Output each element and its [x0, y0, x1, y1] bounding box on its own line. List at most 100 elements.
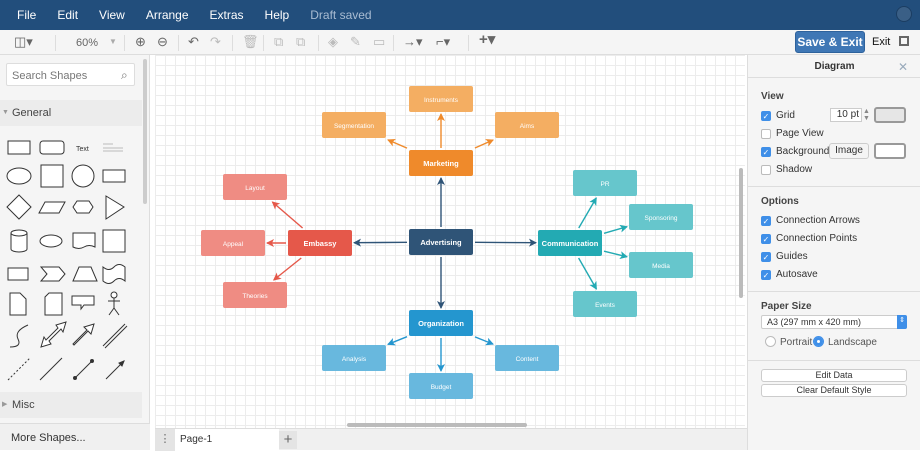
grid-checkbox[interactable]: ✓Grid — [761, 110, 795, 121]
landscape-radio[interactable]: Landscape — [813, 336, 877, 348]
node-sponsoring[interactable]: Sponsoring — [629, 204, 693, 230]
fill-color-icon[interactable]: ◈ — [328, 34, 338, 50]
node-organization[interactable]: Organization — [409, 310, 473, 336]
menu-edit[interactable]: Edit — [57, 8, 78, 22]
cube-shape[interactable] — [8, 268, 28, 280]
diamond-shape[interactable] — [7, 195, 31, 219]
section-misc[interactable]: ▶Misc — [0, 392, 142, 418]
circle-shape[interactable] — [72, 165, 94, 187]
cloud-shape[interactable] — [40, 235, 62, 247]
portrait-radio[interactable]: Portrait — [765, 336, 812, 348]
node-budget[interactable]: Budget — [409, 373, 473, 399]
connection-points-checkbox[interactable]: ✓Connection Points — [761, 233, 857, 244]
canvas-horizontal-scrollbar[interactable] — [347, 423, 527, 427]
link-shape[interactable] — [103, 324, 127, 348]
menu-file[interactable]: File — [17, 8, 36, 22]
node-aims[interactable]: Aims — [495, 112, 559, 138]
insert-plus-icon[interactable]: +▾ — [479, 32, 495, 48]
search-icon[interactable]: ⌕ — [121, 68, 144, 83]
internal-storage-shape[interactable] — [103, 230, 125, 252]
dashed-line-shape[interactable] — [8, 358, 30, 380]
paper-size-select[interactable]: A3 (297 mm x 420 mm)⇕ — [761, 315, 907, 329]
zoom-in-icon[interactable]: ⊕ — [135, 34, 146, 50]
guides-checkbox[interactable]: ✓Guides — [761, 251, 808, 262]
search-shapes-input[interactable]: Search Shapes — [6, 63, 135, 86]
document-shape[interactable] — [73, 233, 95, 249]
canvas-vertical-scrollbar[interactable] — [739, 168, 743, 298]
connection-arrows-checkbox[interactable]: ✓Connection Arrows — [761, 215, 860, 226]
grid-color-button[interactable] — [874, 107, 906, 123]
page-view-checkbox[interactable]: Page View — [761, 128, 824, 139]
delete-icon[interactable]: 🗑 — [242, 34, 259, 50]
node-pr[interactable]: PR — [573, 170, 637, 196]
clear-default-style-button[interactable]: Clear Default Style — [761, 384, 907, 397]
zoom-out-icon[interactable]: ⊖ — [157, 34, 168, 50]
arrow-shape[interactable] — [73, 324, 94, 345]
shape-palette[interactable]: Text — [3, 133, 139, 393]
rectangle-shape[interactable] — [8, 141, 30, 154]
directional-connector-shape[interactable] — [106, 361, 124, 379]
textbox-shape[interactable] — [103, 144, 123, 151]
node-theories[interactable]: Theories — [223, 282, 287, 308]
edge-communication-events[interactable] — [579, 258, 597, 289]
to-front-icon[interactable]: ⧉ — [274, 34, 283, 50]
bidirectional-arrow-shape[interactable] — [41, 322, 66, 347]
line-shape[interactable] — [40, 358, 62, 380]
menu-extras[interactable]: Extras — [210, 8, 244, 22]
edit-data-button[interactable]: Edit Data — [761, 369, 907, 382]
node-segmentation[interactable]: Segmentation — [322, 112, 386, 138]
menu-arrange[interactable]: Arrange — [146, 8, 189, 22]
background-image-button[interactable]: Image — [829, 143, 869, 159]
process-shape[interactable] — [103, 170, 125, 182]
edge-communication-sponsoring[interactable] — [604, 227, 627, 234]
node-instruments[interactable]: Instruments — [409, 86, 473, 112]
undo-icon[interactable]: ↶ — [188, 34, 199, 50]
node-media[interactable]: Media — [629, 252, 693, 278]
callout-shape[interactable] — [72, 296, 94, 309]
triangle-shape[interactable] — [106, 196, 124, 219]
menu-view[interactable]: View — [99, 8, 125, 22]
connection-style-icon[interactable]: →▾ — [403, 34, 423, 50]
more-shapes-button[interactable]: More Shapes... — [0, 423, 150, 450]
curve-shape[interactable] — [10, 325, 28, 347]
card-shape[interactable] — [45, 293, 62, 315]
close-icon[interactable]: ✕ — [898, 60, 908, 74]
node-events[interactable]: Events — [573, 291, 637, 317]
step-shape[interactable] — [41, 267, 65, 281]
zoom-select[interactable]: 60% — [76, 35, 98, 51]
text-shape[interactable]: Text — [76, 146, 89, 153]
add-page-button[interactable]: + — [279, 431, 297, 449]
node-embassy[interactable]: Embassy — [288, 230, 352, 256]
node-layout[interactable]: Layout — [223, 174, 287, 200]
grid-size-input[interactable]: 10 pt — [830, 108, 862, 122]
line-color-icon[interactable]: ✎ — [350, 34, 361, 50]
note-shape[interactable] — [10, 293, 26, 315]
square-shape[interactable] — [41, 165, 63, 187]
node-appeal[interactable]: Appeal — [201, 230, 265, 256]
exit-button[interactable]: Exit — [872, 36, 890, 48]
edge-marketing-segmentation[interactable] — [388, 140, 407, 148]
autosave-checkbox[interactable]: ✓Autosave — [761, 269, 818, 280]
page-menu-icon[interactable]: ⋮ — [155, 429, 175, 451]
background-color-button[interactable] — [874, 143, 906, 159]
edge-communication-pr[interactable] — [579, 198, 597, 228]
section-general[interactable]: ▼General — [0, 100, 142, 126]
rounded-rectangle-shape[interactable] — [40, 141, 64, 154]
tape-shape[interactable] — [103, 265, 125, 284]
menu-help[interactable]: Help — [265, 8, 290, 22]
node-marketing[interactable]: Marketing — [409, 150, 473, 176]
shadow-checkbox[interactable]: Shadow — [761, 164, 812, 175]
fullscreen-icon[interactable] — [899, 36, 909, 46]
hexagon-shape[interactable] — [73, 201, 93, 213]
trapezoid-shape[interactable] — [73, 267, 97, 281]
to-back-icon[interactable]: ⧉ — [296, 34, 305, 50]
edge-organization-analysis[interactable] — [388, 337, 407, 345]
background-checkbox[interactable]: ✓Background — [761, 146, 829, 157]
ellipse-shape[interactable] — [7, 168, 31, 184]
panels-layout-icon[interactable]: ◫▾ — [14, 34, 33, 50]
edge-organization-content[interactable] — [475, 337, 493, 344]
waypoints-icon[interactable]: ⌐▾ — [436, 34, 450, 50]
actor-shape[interactable] — [108, 292, 120, 315]
redo-icon[interactable]: ↷ — [210, 34, 221, 50]
